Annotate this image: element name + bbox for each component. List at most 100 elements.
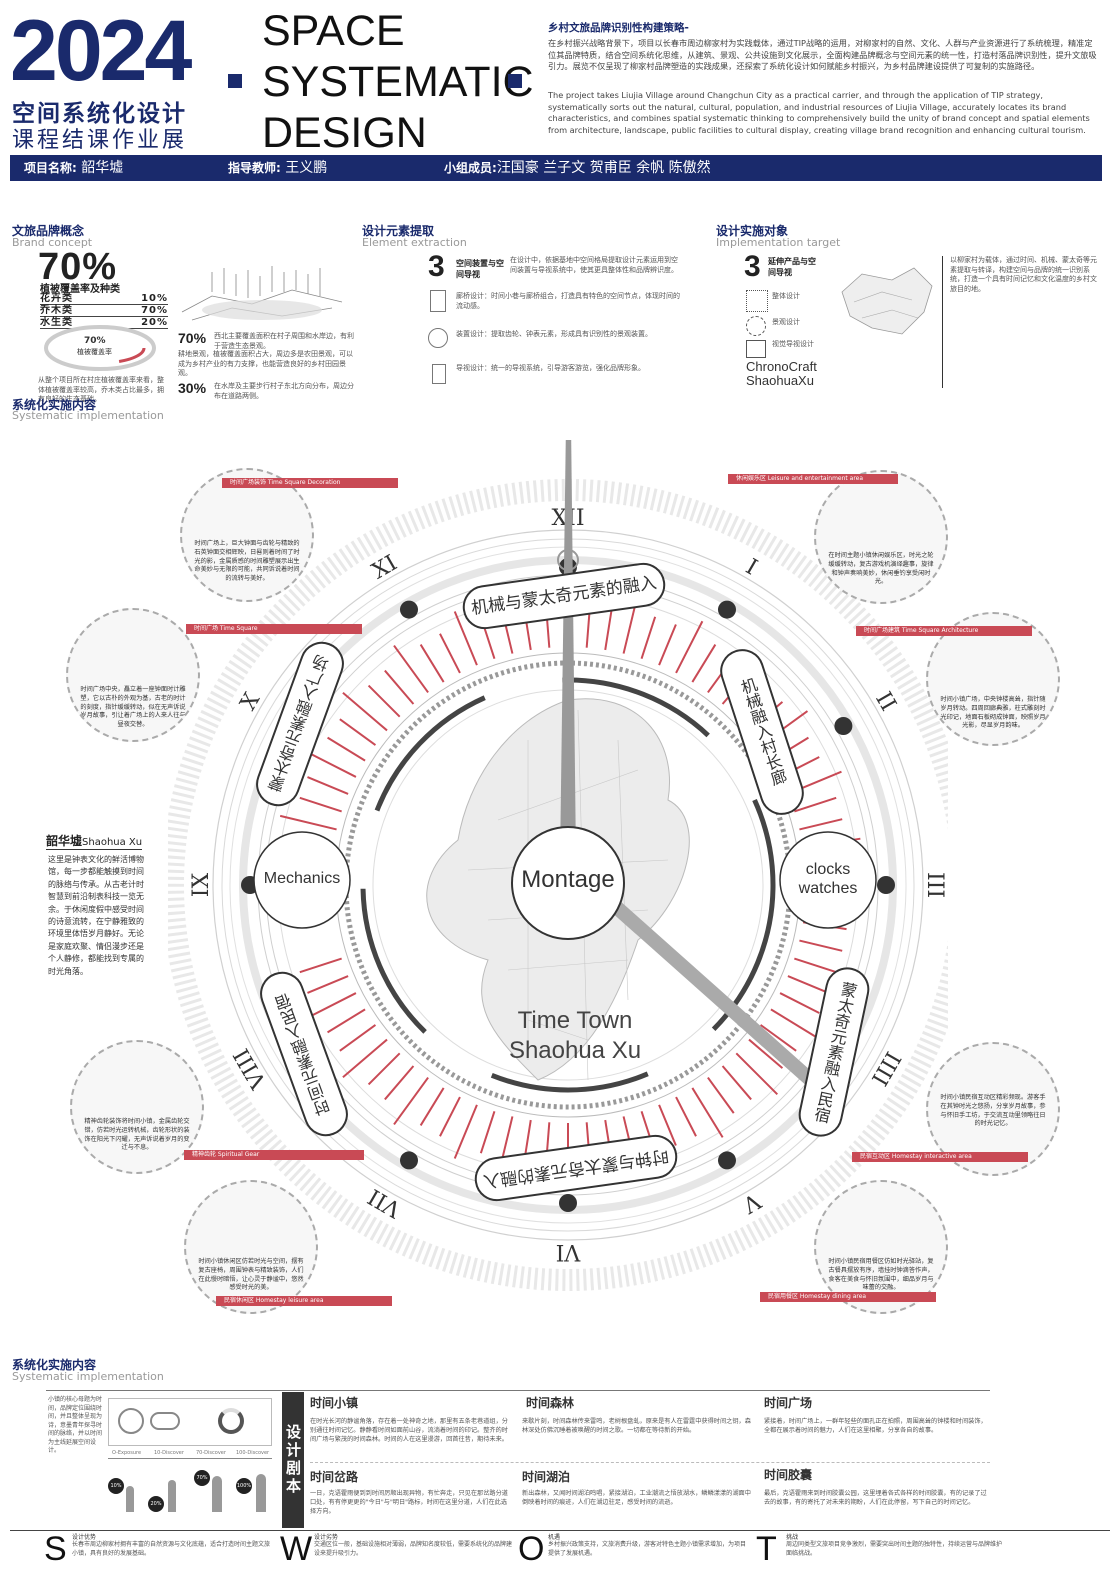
clock-red-tick — [799, 939, 843, 952]
target-num-label: 延伸产品与空间导视 — [768, 257, 816, 277]
clock-red-tick — [721, 1065, 752, 1101]
left-circle-label: Mechanics — [263, 870, 341, 887]
pct-a: 70% — [178, 330, 207, 346]
clock-red-tick — [327, 1008, 366, 1034]
bubble-label: 时间广场 Time Square — [186, 624, 362, 634]
script-vertical-card: 设计剧本 — [282, 1392, 304, 1528]
step-pct: 70% — [194, 1470, 210, 1486]
clock-red-tick — [367, 684, 401, 718]
bubble-label: 民宿用餐区 Homestay dining area — [760, 1292, 936, 1302]
journey-line — [108, 1458, 272, 1459]
target-title-en: Implementation target — [716, 236, 841, 249]
clock-numeral: IX — [189, 872, 214, 897]
swot-title: 挑战 — [786, 1534, 799, 1541]
town-line: Shaohua Xu — [508, 1037, 642, 1064]
cn-subtitle: 课程结课作业展 — [12, 128, 188, 153]
step-pct: 10% — [108, 1478, 124, 1494]
step-pct: 100% — [236, 1478, 252, 1494]
step-label: 100-Discover — [236, 1450, 270, 1456]
clock-red-tick — [787, 975, 829, 994]
system-title-en: Systematic implementation — [12, 409, 164, 422]
town-line: Time Town — [517, 1007, 633, 1034]
clock-red-tick — [675, 1096, 697, 1137]
swot-letter: S — [44, 1530, 67, 1568]
card-title: 时间广场 — [764, 1396, 813, 1410]
brand-logo-text: ChronoCraft ShaohuaXu — [746, 360, 817, 388]
pct-a-text: 西北主要覆盖面积在村子周围和水岸边，有利于营造生态景观。 — [214, 332, 354, 350]
row-name: 乔木类 — [40, 305, 73, 316]
card-title: 时间岔路 — [310, 1470, 359, 1484]
bubble-image: 在时间主题小镇休闲娱乐区，时光之轮缓缓转动，复古游戏机演绎趣事，旋律和钟声奏响美… — [814, 470, 948, 604]
square-mark — [228, 74, 242, 88]
clock-red-tick — [453, 1104, 478, 1159]
bubble-label: 精神齿轮 Spiritual Gear — [184, 1150, 364, 1160]
donut-label: 植被覆盖率 — [77, 348, 112, 356]
intro-title-en: Shaohua Xu — [82, 837, 143, 848]
row-value: 10% — [141, 293, 168, 304]
project-info-bar: 项目名称: 韶华墟 指导教师: 王义鹏 小组成员:汪国豪 兰子文 贺甫臣 余帆 … — [10, 155, 1102, 181]
step-label: 10-Discover — [154, 1450, 184, 1456]
clock-red-tick — [658, 1104, 677, 1146]
system-title: 系统化实施内容 — [12, 398, 97, 412]
brand-logo-line: ShaohuaXu — [746, 373, 814, 388]
capsule-icon — [150, 1412, 180, 1430]
clock-numeral: I — [741, 555, 761, 581]
divider — [46, 1390, 990, 1391]
clock-red-tick — [307, 975, 349, 994]
row-name: 花卉类 — [40, 293, 73, 304]
swot-letter: O — [518, 1530, 545, 1568]
person-icon — [126, 1486, 134, 1512]
bubble-text: 时间小镇民宿用餐区仿如时光驿站，复古餐具摆放有序，墙挂时钟滴答作声，食客在美食与… — [828, 1258, 934, 1292]
element-item: 导视设计：统一的导视系统，引导游客游览，强化品牌形象。 — [456, 364, 645, 372]
target-item: 整体设计 — [772, 292, 800, 300]
swot-text: 周边同类型文旅项目竞争激烈，需要突出时间主题的独特性，持续运营与品牌维护面临挑战… — [786, 1541, 1003, 1557]
clock-red-tick — [419, 1087, 445, 1126]
row-name: 水生类 — [40, 317, 73, 328]
bubble-text: 时间小镇休闲区仿若时光与空间，摆有复古座椅，周围钟表与精致装饰，人们在此慢时暗悟… — [198, 1258, 304, 1292]
teacher-label: 指导教师: — [228, 161, 281, 175]
clock-diagram: XIIIIIIIIIIIIVVIVIIVIIIIXXXI — [168, 440, 948, 1291]
step-label: O-Exposure — [112, 1450, 142, 1456]
strategy-cn-text: 在乡村振兴战略背景下，项目以长春市周边柳家村为实践载体，通过TIP战略的运用，对… — [548, 38, 1097, 72]
landscape-sketch-icon — [181, 266, 343, 321]
target-item: 景观设计 — [772, 318, 800, 326]
clock-red-tick — [342, 692, 388, 732]
clock-red-tick — [675, 620, 704, 674]
elements-num-label: 空间装置与空间导视 — [456, 259, 504, 279]
lamp-icon — [746, 340, 766, 358]
bubble-label: 民宿互动区 Homestay interactive area — [852, 1152, 1028, 1162]
clock-hour-dot — [718, 600, 736, 619]
table-row: 花卉类 10% — [40, 293, 168, 305]
brand-title: 文旅品牌概念 — [12, 224, 85, 238]
project-label: 项目名称: — [24, 161, 77, 175]
bottom-title-en: Systematic implementation — [12, 1370, 164, 1383]
bubble-label: 民宿休闲区 Homestay leisure area — [216, 1296, 392, 1306]
clock-red-tick — [299, 796, 342, 813]
project-value: 韶华墟 — [81, 160, 124, 176]
clock-red-tick — [419, 644, 445, 683]
swot-letter: W — [280, 1530, 313, 1568]
clock-red-tick — [794, 796, 837, 813]
clock-red-tick — [439, 633, 461, 674]
brand-big-caption: 植被覆盖率及种类 — [40, 284, 120, 295]
en-title-line: SPACE — [262, 7, 405, 55]
target-item: 视觉导视设计 — [772, 340, 814, 348]
clock-red-tick — [779, 992, 820, 1014]
intro-title: 韶华墟Shaohua Xu — [46, 832, 143, 850]
clock-red-tick — [479, 1111, 496, 1154]
card-title: 时间胶囊 — [764, 1468, 813, 1482]
clock-hour-dot — [834, 717, 853, 735]
strategy-en-text: The project takes Liujia Village around … — [548, 90, 1090, 135]
clock-numeral: III — [922, 872, 947, 898]
elements-title: 设计元素提取 — [362, 224, 435, 238]
bubble-image: 时间小镇民宿用餐区仿如时光驿站，复古餐具摆放有序，墙挂时钟滴答作声，食客在美食与… — [814, 1180, 948, 1314]
bubble-text: 时间广场上，巨大钟面与齿轮与精致的石英钟面交相辉映，日晷则着时间了时光的影，金属… — [194, 540, 300, 583]
clock-red-tick — [299, 957, 342, 974]
qr-icon — [746, 290, 768, 312]
intro-text: 这里是钟表文化的鲜活博物馆，每一步都能触摸到时间的脉络与传承。从古老计时智慧到前… — [48, 855, 144, 976]
divider — [942, 256, 943, 388]
clock-red-tick — [367, 1052, 401, 1086]
divider — [310, 1462, 990, 1463]
clock-red-tick — [735, 1052, 779, 1096]
clock-hour-dot — [718, 1151, 736, 1170]
